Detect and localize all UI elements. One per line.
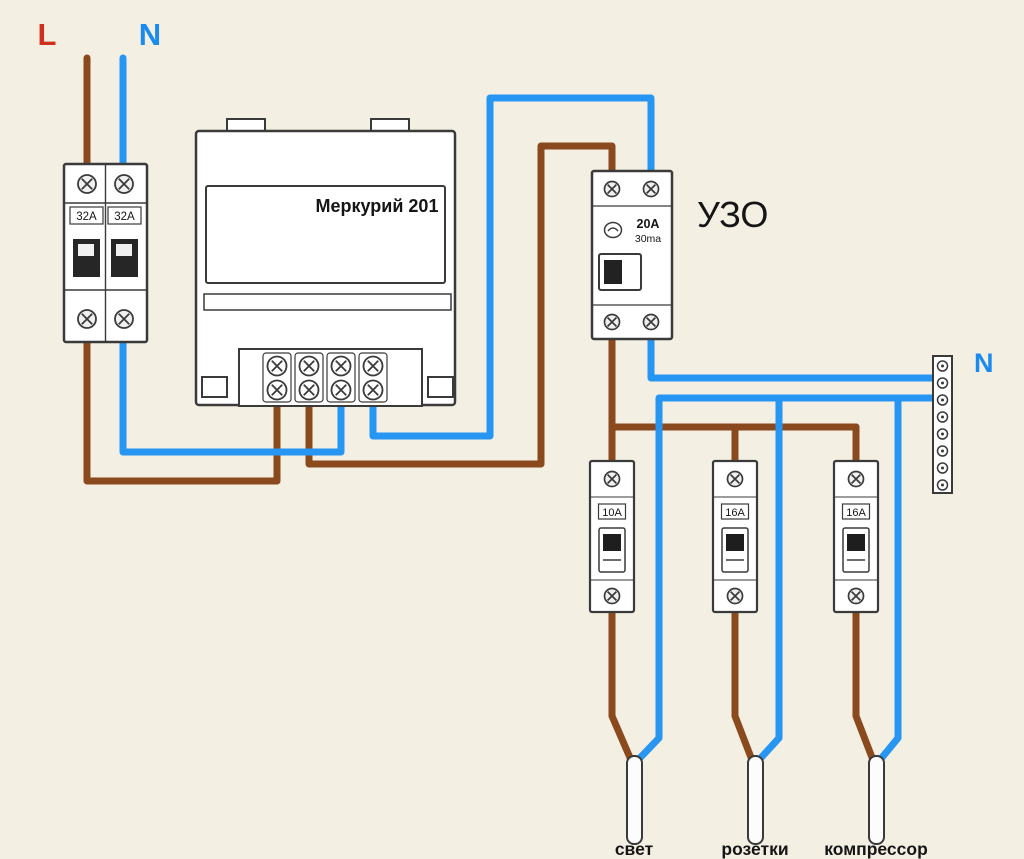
screw-icon	[603, 470, 621, 488]
terminal-cell	[294, 352, 324, 403]
screw-icon	[726, 587, 744, 605]
rating-plate	[69, 206, 104, 225]
bus-terminal-icon	[936, 445, 949, 457]
branch-rating-2: 16A	[725, 507, 745, 519]
screw-icon	[114, 174, 134, 194]
meter-slot	[203, 293, 452, 311]
toggle-lever	[847, 534, 865, 551]
screw-icon	[77, 174, 97, 194]
supply-live-label: L	[38, 17, 57, 52]
bus-terminal-icon	[936, 394, 949, 406]
rating-plate	[597, 503, 627, 520]
rcd-title: УЗО	[697, 194, 768, 235]
meter-foot	[427, 376, 454, 398]
toggle-lever	[78, 244, 94, 256]
output-cable-2	[747, 755, 764, 845]
screw-icon	[603, 180, 621, 198]
rcd-test-mark-icon	[603, 221, 623, 239]
bus-terminal-icon	[936, 411, 949, 423]
meter-display	[205, 185, 446, 284]
bus-terminal-icon	[936, 377, 949, 389]
terminal-screw-icon	[330, 379, 352, 401]
neutral-bus-label: N	[974, 348, 994, 378]
wire-neutral-meter-to-rcd	[369, 94, 655, 440]
screw-icon	[77, 309, 97, 329]
wire-live-output-3	[852, 600, 877, 764]
terminal-screw-icon	[362, 355, 384, 377]
branch-breaker-3: 16A	[832, 459, 880, 614]
output-cable-1	[626, 755, 643, 845]
terminal-screw-icon	[266, 379, 288, 401]
screw-icon	[847, 587, 865, 605]
screw-icon	[603, 587, 621, 605]
terminal-screw-icon	[330, 355, 352, 377]
meter-terminal-block	[238, 348, 423, 407]
bus-terminal-icon	[936, 428, 949, 440]
branch-rating-3: 16A	[846, 507, 866, 519]
wire-neutral-output-3	[876, 394, 902, 764]
toggle-lever	[726, 534, 744, 551]
rcd-test-mark-icon	[607, 227, 619, 232]
electric-meter: Меркурий 201	[194, 118, 457, 407]
neutral-wires	[119, 54, 940, 764]
screw-icon	[726, 470, 744, 488]
screw-icon	[847, 470, 865, 488]
circuit-label-1: свет	[615, 839, 654, 859]
screw-icon	[642, 180, 660, 198]
toggle-lever	[604, 260, 622, 284]
branch-breaker-1: 10A	[588, 459, 636, 614]
supply-neutral-label: N	[139, 17, 161, 52]
wire-live-breaker-to-meter	[83, 326, 281, 485]
neutral-bus-body	[932, 355, 953, 494]
screw-icon	[642, 313, 660, 331]
toggle-lever	[116, 244, 132, 256]
rcd-sensitivity: 30ma	[635, 233, 661, 245]
toggle-lever	[603, 534, 621, 551]
branch-rating-1: 10A	[602, 507, 622, 519]
rating-plate	[107, 206, 142, 225]
terminal-screw-icon	[298, 379, 320, 401]
meter-foot	[201, 376, 228, 398]
circuit-label-3: компрессор	[824, 839, 928, 859]
terminal-cell	[326, 352, 356, 403]
rating-plate	[841, 503, 871, 520]
main-breaker-rating-right: 32A	[114, 211, 135, 223]
terminal-screw-icon	[266, 355, 288, 377]
rcd: 20A 30ma	[590, 169, 674, 341]
circuit-label-2: розетки	[721, 839, 788, 859]
screw-icon	[114, 309, 134, 329]
wire-neutral-rcd-to-bus	[647, 326, 940, 382]
main-breaker: 32A 32A	[62, 162, 149, 344]
neutral-bus: N	[932, 348, 994, 494]
wire-neutral-output-2	[755, 394, 783, 764]
screw-icon	[603, 313, 621, 331]
branch-breaker-2: 16A	[711, 459, 759, 614]
terminal-screw-icon	[362, 379, 384, 401]
terminal-screw-icon	[298, 355, 320, 377]
bus-terminal-icon	[936, 360, 949, 372]
output-cable-3	[868, 755, 885, 845]
terminal-cell	[262, 352, 292, 403]
meter-model-label: Меркурий 201	[316, 196, 439, 216]
wire-neutral-bus-to-output-1	[634, 394, 940, 764]
wire-live-output-2	[731, 600, 756, 764]
terminal-cell	[358, 352, 388, 403]
wire-neutral-breaker-to-meter	[119, 326, 345, 456]
main-breaker-rating-left: 32A	[76, 211, 97, 223]
bus-terminal-icon	[936, 479, 949, 491]
rcd-rating: 20A	[637, 217, 660, 231]
rating-plate	[720, 503, 750, 520]
wire-live-output-1	[608, 600, 635, 764]
bus-terminal-icon	[936, 462, 949, 474]
